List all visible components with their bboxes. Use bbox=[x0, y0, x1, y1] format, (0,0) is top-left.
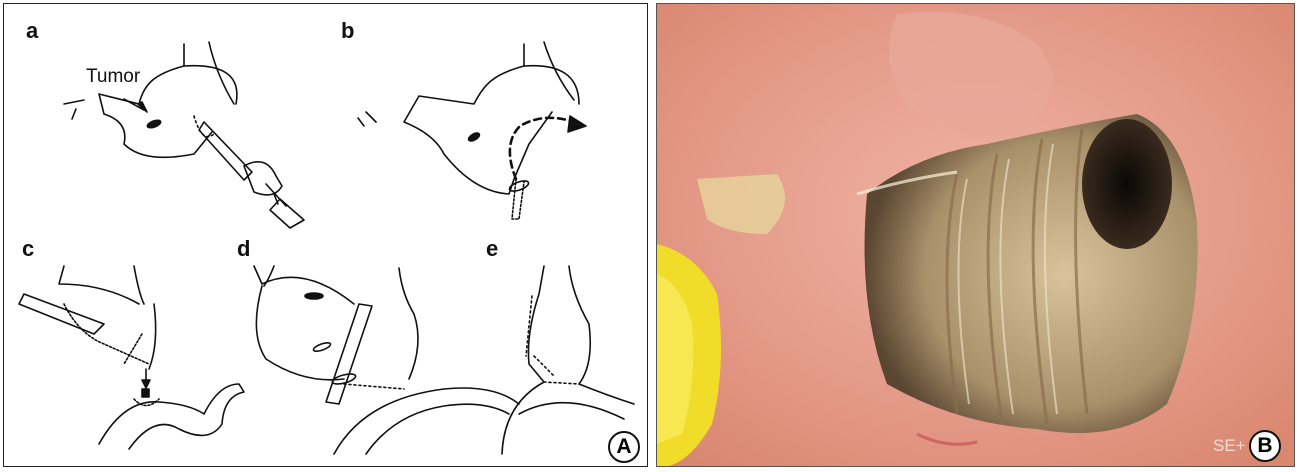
sublabel-d: d bbox=[237, 236, 250, 262]
tumor-label: Tumor bbox=[86, 66, 140, 88]
panel-badge-b: B bbox=[1249, 430, 1281, 462]
sublabel-e: e bbox=[486, 236, 498, 262]
step-e-drawing bbox=[502, 266, 634, 454]
step-d-drawing bbox=[254, 266, 519, 454]
step-c-drawing bbox=[19, 266, 244, 449]
sublabel-a: a bbox=[26, 18, 38, 44]
image-watermark: SE+ bbox=[1213, 436, 1246, 456]
sublabel-c: c bbox=[22, 236, 34, 262]
endoscopy-photo: SE+ B bbox=[656, 3, 1295, 467]
endoscopy-image bbox=[657, 4, 1295, 467]
schematic-panel: a b c d e Tumor A bbox=[3, 3, 648, 467]
panel-badge-a: A bbox=[608, 431, 640, 463]
sublabel-b: b bbox=[341, 18, 354, 44]
step-b-drawing bbox=[358, 42, 586, 219]
